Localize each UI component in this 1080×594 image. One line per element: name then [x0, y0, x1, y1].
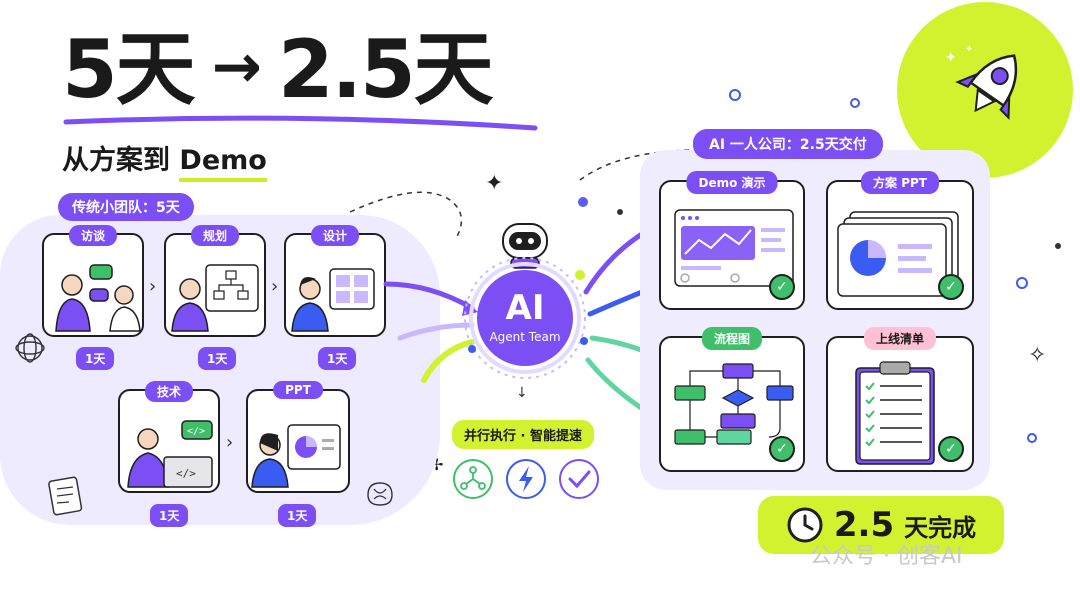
- check-circle-icon: [559, 459, 599, 499]
- subtitle-prefix: 从方案到: [62, 145, 180, 176]
- step-card-design: 设计: [284, 225, 386, 337]
- step-name: 规划: [190, 225, 240, 246]
- output-card-flowchart: 流程图 ✓: [659, 327, 805, 472]
- arrow-icon: →: [211, 32, 262, 102]
- presentation-icon: [837, 211, 959, 297]
- tech-illustration-icon: </> </>: [127, 420, 213, 488]
- clock-icon: [787, 507, 823, 543]
- ai-hub-subtitle: Agent Team: [489, 330, 561, 344]
- output-name: 流程图: [701, 327, 763, 350]
- step-card-plan: 规划: [164, 225, 266, 337]
- plan-illustration-icon: [171, 264, 259, 332]
- check-icon: ✓: [938, 436, 964, 462]
- doodle-icon: [15, 333, 45, 363]
- ai-hub-title: AI: [505, 288, 545, 328]
- lightning-icon: [506, 459, 546, 499]
- brain-doodle-icon: [367, 482, 393, 506]
- svg-text:✦: ✦: [485, 171, 503, 196]
- headline: 5天→2.5天: [62, 30, 494, 110]
- subtitle-highlight: Demo: [179, 145, 267, 182]
- headline-after: 2.5天: [277, 23, 494, 116]
- output-name: Demo 演示: [686, 171, 778, 194]
- watermark: 公众号 · 创客AI: [810, 544, 963, 569]
- output-card-ppt: 方案 PPT ✓: [826, 171, 974, 310]
- svg-text:✧: ✧: [1028, 343, 1046, 368]
- day-badge: 1天: [76, 347, 115, 370]
- output-name: 方案 PPT: [861, 171, 939, 194]
- chevron-right-icon: ›: [271, 276, 279, 297]
- step-card-ppt: PPT: [246, 381, 350, 493]
- ai-hub-caption: 并行执行 · 智能提速: [452, 420, 594, 449]
- svg-text:✦: ✦: [945, 50, 957, 66]
- check-icon: ✓: [769, 436, 795, 462]
- day-badge: 1天: [318, 347, 357, 370]
- flowchart-icon: [674, 363, 794, 445]
- check-icon: ✓: [938, 274, 964, 300]
- output-card-launch-checklist: 上线清单 ✓: [826, 327, 974, 472]
- network-icon: [453, 459, 493, 499]
- interview-illustration-icon: [55, 264, 141, 332]
- svg-text:✦: ✦: [965, 44, 973, 55]
- traditional-team-label: 传统小团队：5天: [58, 193, 194, 221]
- document-icon: [48, 476, 83, 516]
- arrow-down-icon: ↓: [516, 385, 528, 401]
- check-icon: ✓: [769, 274, 795, 300]
- rocket-icon: ✦ ✦: [945, 44, 1018, 120]
- step-name: PPT: [273, 381, 323, 399]
- svg-text:</>: </>: [176, 467, 196, 480]
- headline-before: 5天: [62, 23, 196, 116]
- step-card-tech: 技术 </> </>: [118, 381, 220, 493]
- design-illustration-icon: [291, 268, 375, 332]
- demo-screen-icon: [674, 209, 794, 287]
- svg-text:</>: </>: [187, 426, 205, 437]
- day-badge: 1天: [278, 504, 317, 527]
- step-name: 技术: [144, 381, 194, 402]
- step-name: 访谈: [68, 225, 118, 246]
- result-value: 2.5: [833, 505, 895, 545]
- ai-company-label: AI 一人公司：2.5天交付: [693, 129, 883, 159]
- day-badge: 1天: [198, 347, 237, 370]
- chevron-right-icon: ›: [149, 276, 157, 297]
- output-name: 上线清单: [863, 327, 937, 350]
- day-badge: 1天: [150, 504, 189, 527]
- clipboard-checklist-icon: [855, 361, 935, 465]
- step-card-interview: 访谈: [42, 225, 144, 337]
- step-name: 设计: [310, 225, 360, 246]
- ppt-illustration-icon: [251, 424, 341, 488]
- result-unit: 天完成: [904, 513, 977, 542]
- subtitle: 从方案到 Demo: [62, 138, 267, 182]
- output-card-demo: Demo 演示 ✓: [659, 171, 805, 310]
- chevron-right-icon: ›: [226, 432, 234, 453]
- result-banner: 2.5 天完成: [758, 496, 1004, 554]
- ai-hub-ring: [464, 257, 588, 379]
